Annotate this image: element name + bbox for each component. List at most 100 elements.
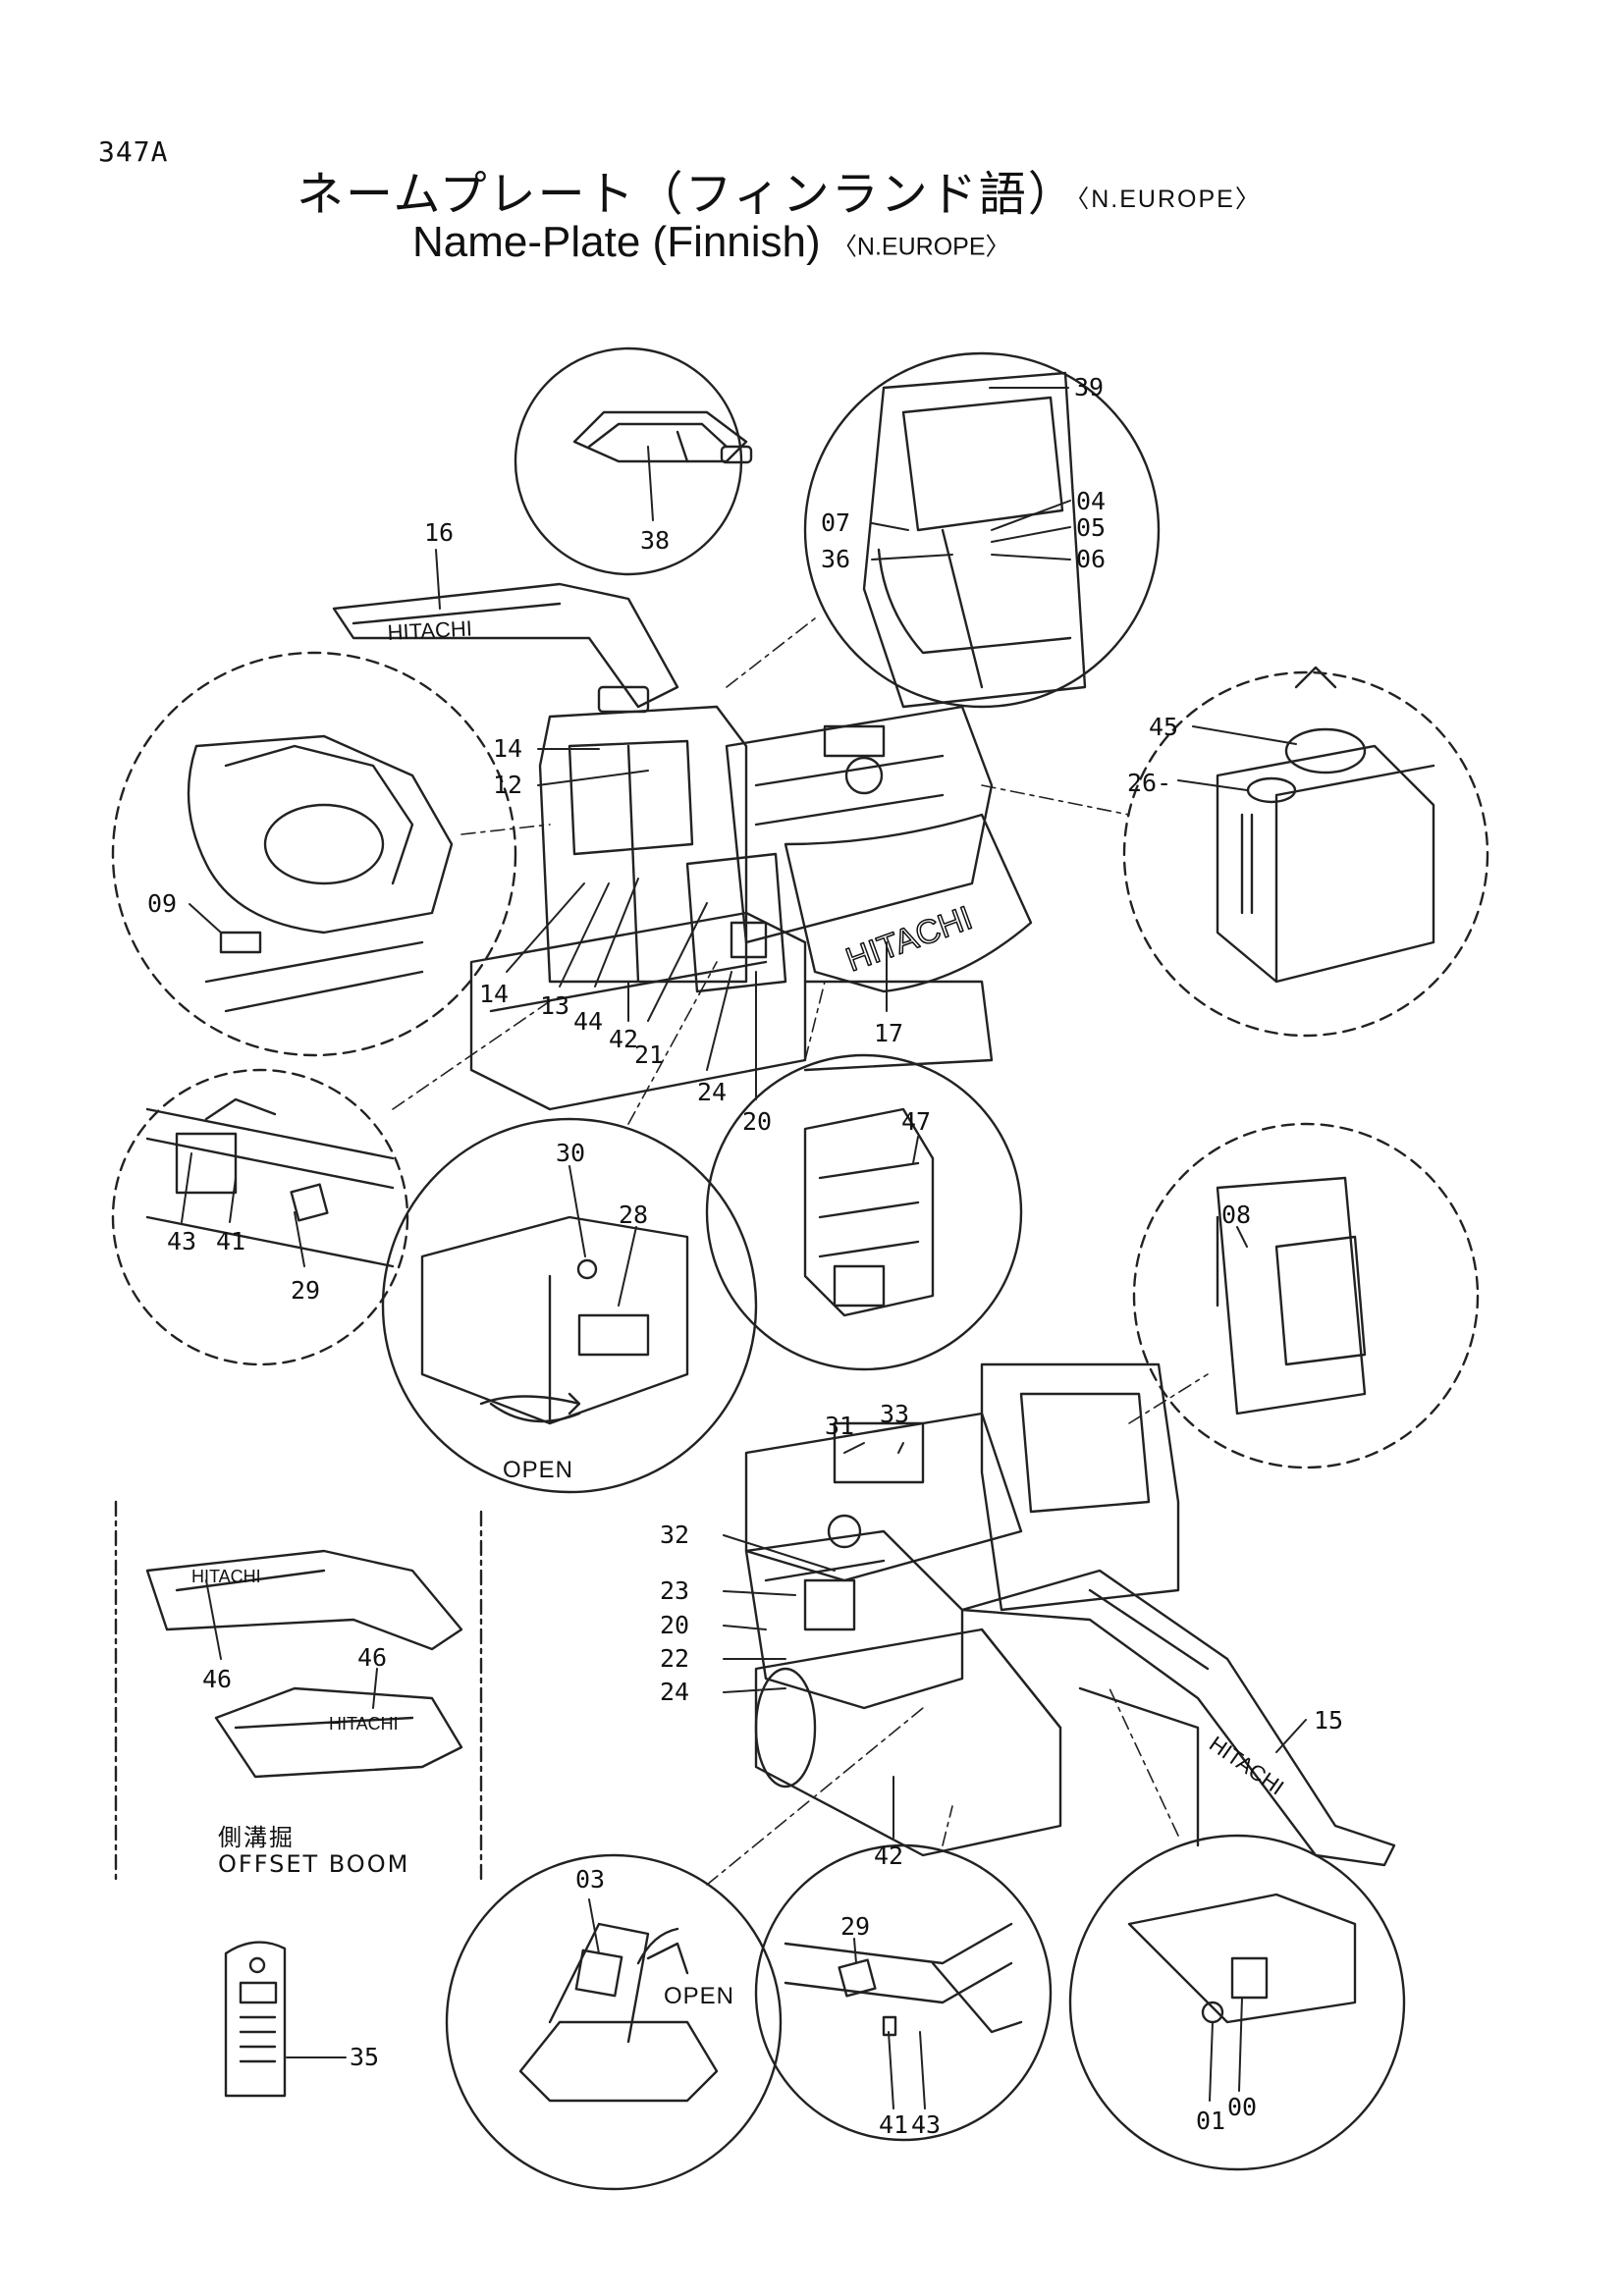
open-label-hatch: OPEN (664, 1983, 735, 2009)
leader-21 (647, 902, 708, 1022)
battery-box-sketch (420, 1215, 689, 1425)
side-door-upper (685, 852, 787, 993)
title-english: Name-Plate (Finnish) 〈N.EUROPE〉 (412, 218, 1010, 267)
callout-31: 31 (825, 1412, 855, 1440)
detail-circle-hatch (445, 1853, 783, 2191)
connector-fuel (981, 784, 1130, 816)
step-sketch (784, 1922, 1023, 2037)
offset-brand-b: HITACHI (329, 1714, 399, 1734)
callout-33: 33 (880, 1400, 910, 1428)
leader-26 (1177, 779, 1248, 791)
leader-45 (1192, 725, 1297, 745)
rear-window-sketch (1216, 1176, 1367, 1415)
callout-23: 23 (660, 1576, 690, 1605)
leader-06 (991, 554, 1071, 561)
fuel-tank-sketch (1216, 666, 1435, 984)
leader-28 (618, 1226, 637, 1307)
offset-caption-english: OFFSET BOOM (218, 1850, 410, 1878)
callout-04: 04 (1076, 487, 1107, 515)
connector-boom-foot (1109, 1687, 1179, 1837)
upper-structure (725, 705, 994, 944)
detail-circle-rail (111, 1068, 409, 1366)
engine-sketch (187, 734, 454, 1013)
connector-hatch (706, 1707, 924, 1886)
offset-boom-sketch-b: HITACHI (214, 1686, 463, 1779)
cab-lower (980, 1362, 1180, 1612)
leader-43b (919, 2031, 926, 2109)
leader-31 (843, 1442, 865, 1454)
leader-05 (991, 526, 1071, 543)
leader-08 (1236, 1226, 1248, 1248)
leader-41b (888, 2031, 894, 2109)
offset-boom-sketch-a: HITACHI (145, 1549, 463, 1651)
callout-17: 17 (874, 1019, 904, 1047)
leader-04 (991, 500, 1071, 531)
connector-rail (392, 1000, 551, 1110)
counterweight-upper: HITACHI (784, 813, 1033, 993)
page-number: 347A (98, 135, 169, 168)
leader-24b (723, 1687, 786, 1693)
leader-09 (189, 903, 222, 934)
callout-42: 42 (609, 1025, 639, 1053)
callout-26: 26- (1127, 769, 1172, 797)
leader-44 (594, 878, 639, 988)
callout-00: 00 (1227, 2093, 1258, 2121)
offset-caption-japanese: 側溝掘 (218, 1824, 295, 1851)
callout-16: 16 (424, 518, 455, 547)
callout-13: 13 (540, 991, 570, 1020)
leader-46b (372, 1668, 378, 1709)
title-japanese-text: ネームプレート（フィンランド語） (297, 167, 1077, 222)
callout-21: 21 (634, 1041, 665, 1069)
tracks-lower (754, 1628, 1200, 1857)
callout-38: 38 (640, 526, 671, 555)
leader-13 (559, 882, 610, 988)
callout-24: 24 (697, 1078, 728, 1106)
callout-42: 42 (874, 1842, 904, 1870)
boom-brand: HITACHI (387, 616, 473, 645)
leader-12 (537, 770, 649, 786)
callout-35: 35 (350, 2043, 380, 2071)
callout-47: 47 (901, 1107, 932, 1136)
leader-29a (294, 1211, 305, 1267)
callout-09: 09 (147, 889, 178, 918)
callout-24: 24 (660, 1678, 690, 1706)
leader-36 (871, 554, 953, 561)
leader-33 (897, 1442, 904, 1454)
callout-41: 41 (879, 2110, 909, 2139)
callout-22: 22 (660, 1644, 690, 1673)
callout-45: 45 (1149, 713, 1179, 741)
callout-44: 44 (573, 1007, 604, 1036)
connector-battery (627, 961, 718, 1125)
roof-light-sketch (572, 410, 753, 464)
detail-circle-step (754, 1843, 1053, 2142)
connector-cab-door (726, 617, 816, 688)
callout-28: 28 (619, 1201, 649, 1229)
callout-15: 15 (1314, 1706, 1344, 1735)
boom-upper (332, 582, 679, 709)
leader-24a (706, 971, 732, 1071)
callout-41: 41 (216, 1227, 246, 1255)
detail-circle-battery (381, 1117, 758, 1494)
leader-01 (1209, 2021, 1214, 2102)
callout-43: 43 (911, 2110, 942, 2139)
callout-06: 06 (1076, 545, 1107, 573)
detail-circle-rear-window (1132, 1122, 1480, 1469)
callout-01: 01 (1196, 2107, 1226, 2135)
callout-43: 43 (167, 1227, 197, 1255)
connector-step (942, 1805, 953, 1846)
leader-47 (912, 1136, 919, 1164)
leader-14b (506, 882, 585, 973)
callout-32: 32 (660, 1521, 690, 1549)
callout-12: 12 (493, 771, 523, 799)
callout-03: 03 (575, 1865, 606, 1894)
callout-29: 29 (840, 1912, 871, 1941)
side-boom-brand: HITACHI (1205, 1732, 1288, 1800)
detail-circle-boom-foot (1068, 1834, 1406, 2171)
title-english-text: Name-Plate (Finnish) (412, 218, 821, 266)
engine-cover-lower (744, 1529, 964, 1710)
region-tag: 〈N.EUROPE〉 (1076, 186, 1262, 213)
offset-inset-frame (114, 1500, 483, 1882)
leader-07 (871, 522, 909, 531)
hatch-open-arrow-icon (636, 1927, 679, 1965)
callout-05: 05 (1076, 513, 1107, 542)
